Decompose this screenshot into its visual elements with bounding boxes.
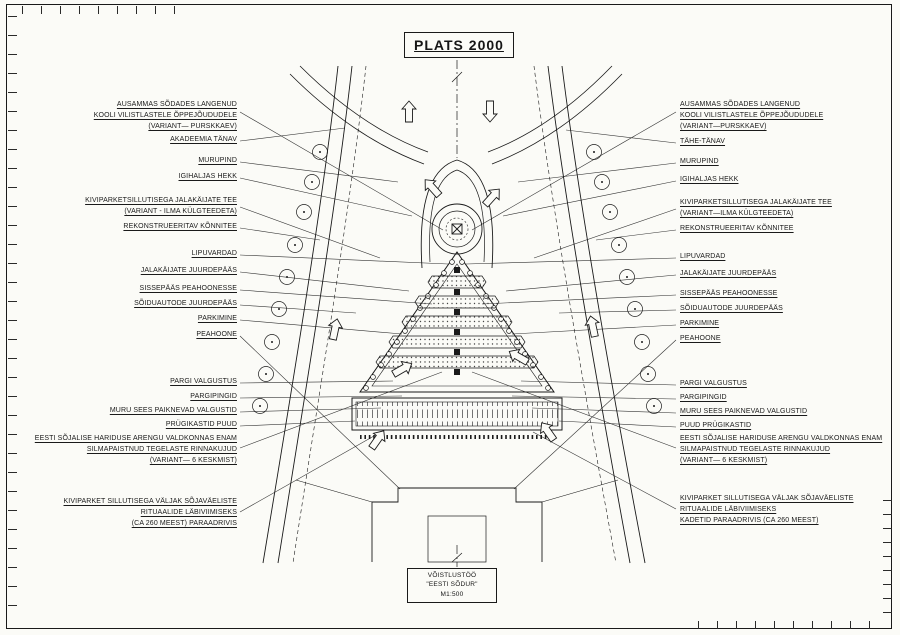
label-left-evergreen-hedge: IGIHALJAS HEKK — [178, 173, 237, 180]
label-right-pedestrian-path: KIVIPARKETSILLUTISEGA JALAKÄIJATE TEE (V… — [680, 199, 832, 217]
label-right-trees-bins: PUUD PRÜGIKASTID — [680, 422, 752, 429]
label-left-pedestrian-access: JALAKÄIJATE JUURDEPÄÄS — [140, 267, 237, 274]
frame-ticks-right — [883, 500, 892, 623]
drawing-title: PLATS 2000 — [414, 37, 504, 53]
street-trees — [252, 144, 662, 414]
label-right-busts: EESTI SÕJALISE HARIDUSE ARENGU VALDKONNA… — [680, 435, 883, 464]
label-left-lawn: MURUPIND — [198, 157, 237, 164]
label-right-lawn: MURUPIND — [680, 158, 719, 165]
label-right-parking: PARKIMINE — [680, 320, 720, 327]
label-right-main-entrance: SISSEPÄÄS PEAHOONESSE — [680, 290, 778, 297]
title-box: PLATS 2000 — [404, 32, 514, 58]
label-left-lawn-lights: MURU SEES PAIKNEVAD VALGUSTID — [109, 407, 237, 414]
label-left-pedestrian-path: KIVIPARKETSILLUTISEGA JALAKÄIJATE TEE (V… — [85, 197, 237, 215]
label-left-busts: EESTI SÕJALISE HARIDUSE ARENGU VALDKONNA… — [34, 435, 237, 464]
label-left-main-building: PEAHOONE — [196, 331, 237, 338]
label-left-main-entrance: SISSEPÄÄS PEAHOONESSE — [139, 285, 237, 292]
label-right-main-building: PEAHOONE — [680, 335, 721, 342]
label-left-car-access: SÕIDUAUTODE JUURDEPÄÄS — [134, 300, 237, 307]
frame-ticks-left — [8, 16, 17, 619]
label-left-parade-square: KIVIPARKET SILLUTISEGA VÄLJAK SÕJAVÄELIS… — [63, 498, 237, 527]
left-road-akadeemia — [262, 65, 367, 564]
label-left-parking: PARKIMINE — [197, 315, 237, 322]
sheet-border-frame — [6, 4, 892, 629]
top-curved-streets — [289, 65, 623, 165]
centre-axis — [451, 60, 463, 567]
label-left-bins-trees: PRÜGIKASTID PUUD — [165, 421, 237, 428]
monument-fountain — [420, 159, 494, 269]
label-right-car-access: SÕIDUAUTODE JUURDEPÄÄS — [680, 305, 783, 312]
label-right-lawn-lights: MURU SEES PAIKNEVAD VALGUSTID — [680, 408, 808, 415]
right-road-tahe — [533, 65, 646, 564]
label-left-flagpoles: LIPUVARDAD — [191, 250, 237, 257]
label-right-tahe-street: TÄHE-TÄNAV — [680, 138, 726, 145]
parade-ground — [351, 397, 563, 439]
label-right-evergreen-hedge: IGIHALJAS HEKK — [680, 176, 739, 183]
label-right-park-benches: PARGIPINGID — [680, 394, 727, 401]
frame-ticks-bottom — [698, 621, 878, 629]
footer-competition: VÕISTLUSTÖÖ — [427, 571, 477, 579]
leader-lines-left — [239, 111, 449, 513]
flagpole-bust-markers — [454, 267, 460, 375]
footer-entry-name: "EESTI SÕDUR" — [426, 581, 478, 589]
label-right-pedestrian-access: JALAKÄIJATE JUURDEPÄÄS — [680, 270, 777, 277]
frame-ticks-top — [22, 6, 192, 14]
label-left-monument: AUSAMMAS SÕDADES LANGENUD KOOLI VILISTLA… — [93, 101, 237, 130]
label-right-park-lighting: PARGI VALGUSTUS — [680, 380, 747, 387]
footer-scale: M1:500 — [440, 590, 464, 598]
label-right-flagpoles: LIPUVARDAD — [680, 253, 726, 260]
parking-rows — [375, 275, 539, 369]
label-left-park-lighting: PARGI VALGUSTUS — [170, 378, 237, 385]
label-right-parade-square: KIVIPARKET SILLUTISEGA VÄLJAK SÕJAVÄELIS… — [680, 495, 854, 524]
label-left-park-benches: PARGIPINGID — [190, 393, 237, 400]
main-building — [295, 479, 619, 563]
label-left-akadeemia-street: AKADEEMIA TÄNAV — [170, 136, 237, 143]
label-left-sidewalk: REKONSTRUEERITAV KÕNNITEE — [123, 223, 237, 230]
label-right-monument: AUSAMMAS SÕDADES LANGENUD KOOLI VILISTLA… — [680, 101, 824, 130]
label-right-sidewalk: REKONSTRUEERITAV KÕNNITEE — [680, 225, 794, 232]
footer-title-block: VÕISTLUSTÖÖ "EESTI SÕDUR" M1:500 — [407, 568, 497, 603]
